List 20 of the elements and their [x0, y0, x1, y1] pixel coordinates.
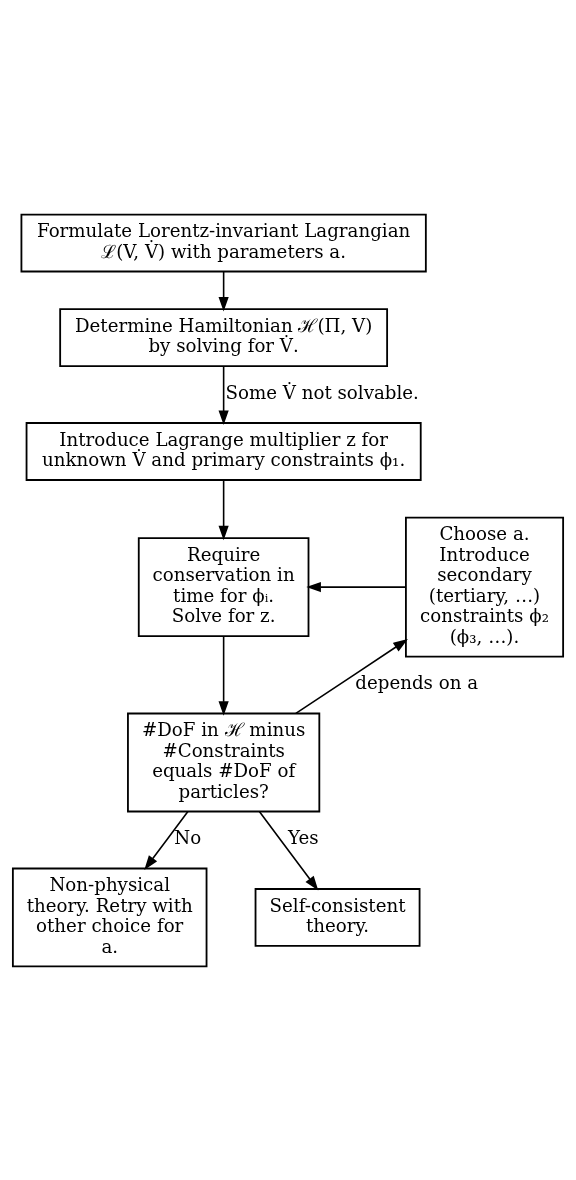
node-box: Self-consistent theory.: [254, 887, 421, 947]
edge-label: Yes: [288, 826, 319, 848]
arrow: [218, 270, 229, 311]
arrow: [218, 478, 229, 540]
node-box: Determine Hamiltonian ℋ(Π, V) by solving for V̇.: [59, 307, 389, 367]
node-box: #DoF in ℋ minus #Constraints equals #DoF of particles?: [127, 712, 321, 812]
node-box: Choose a. Introduce secondary (tertiary, …) constraints ϕ₂ (ϕ₃, …).: [405, 516, 565, 657]
arrow: [144, 810, 189, 870]
arrow: [218, 635, 229, 716]
edge-label: No: [174, 826, 202, 848]
node-box: Formulate Lorentz-invariant Lagrangian ℒ(V, V̇) with parameters a.: [20, 213, 427, 272]
node-box: Introduce Lagrange multiplier z for unknown V̇ and primary constraints ϕ₁.: [25, 421, 422, 481]
arrow: [306, 581, 407, 592]
node-box: Require conservation in time for ϕᵢ. Solve for z.: [137, 536, 310, 637]
arrow: [295, 638, 408, 714]
arrow: [218, 365, 229, 425]
node-box: Non-physical theory. Retry with other choice for a.: [11, 867, 208, 967]
edge-label: depends on a: [355, 671, 479, 693]
arrow: [258, 810, 319, 891]
edge-label: Some V̇ not solvable.: [225, 381, 419, 403]
